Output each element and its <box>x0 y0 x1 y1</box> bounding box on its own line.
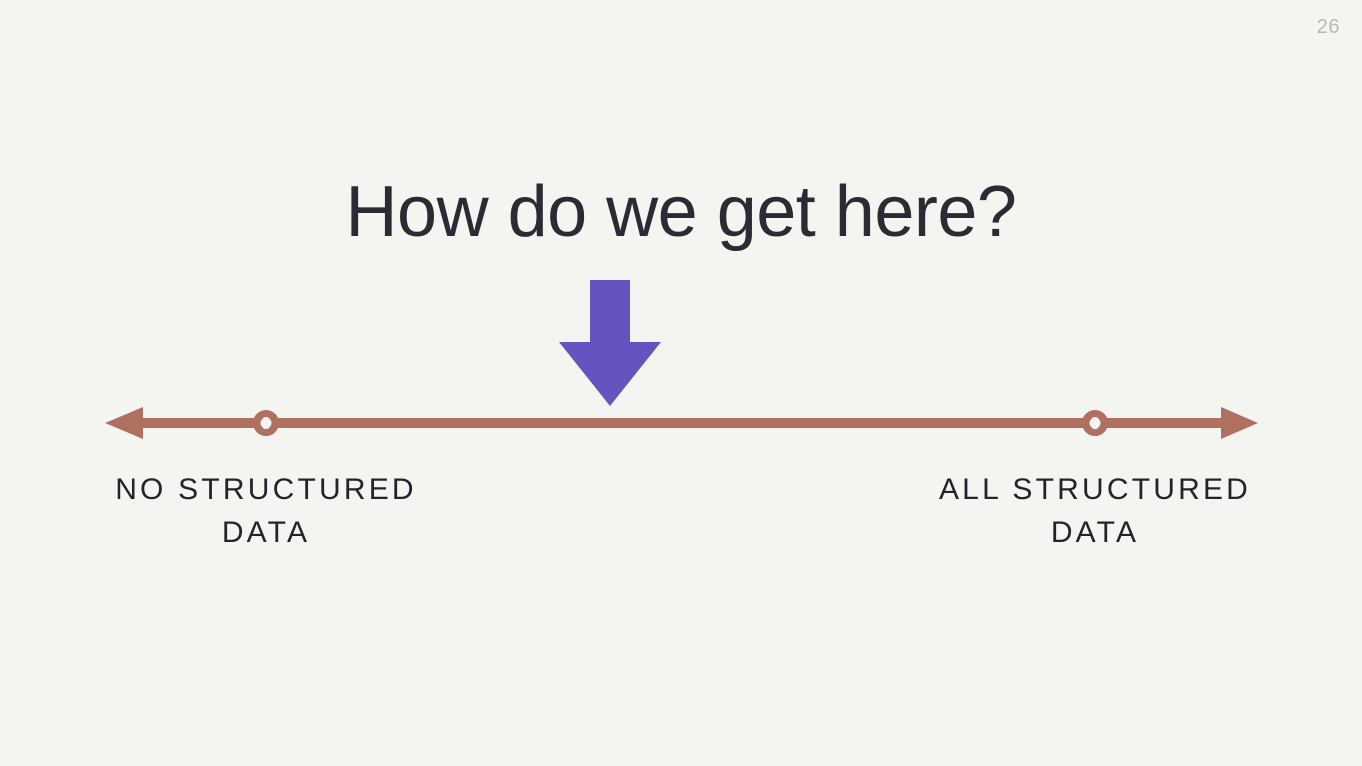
ring-marker-icon <box>1082 410 1108 436</box>
page-number: 26 <box>1316 16 1340 38</box>
down-arrow-icon <box>559 280 661 406</box>
left-arrowhead-icon <box>105 407 143 439</box>
spectrum-axis <box>105 407 1258 439</box>
right-arrowhead-icon <box>1221 407 1258 439</box>
axis-label-all-structured-data: ALL STRUCTURED DATA <box>938 473 1252 549</box>
ring-marker-icon <box>253 410 279 436</box>
axis-label-no-structured-data: NO STRUCTURED DATA <box>115 473 417 549</box>
page-title: How do we get here? <box>345 172 1017 252</box>
